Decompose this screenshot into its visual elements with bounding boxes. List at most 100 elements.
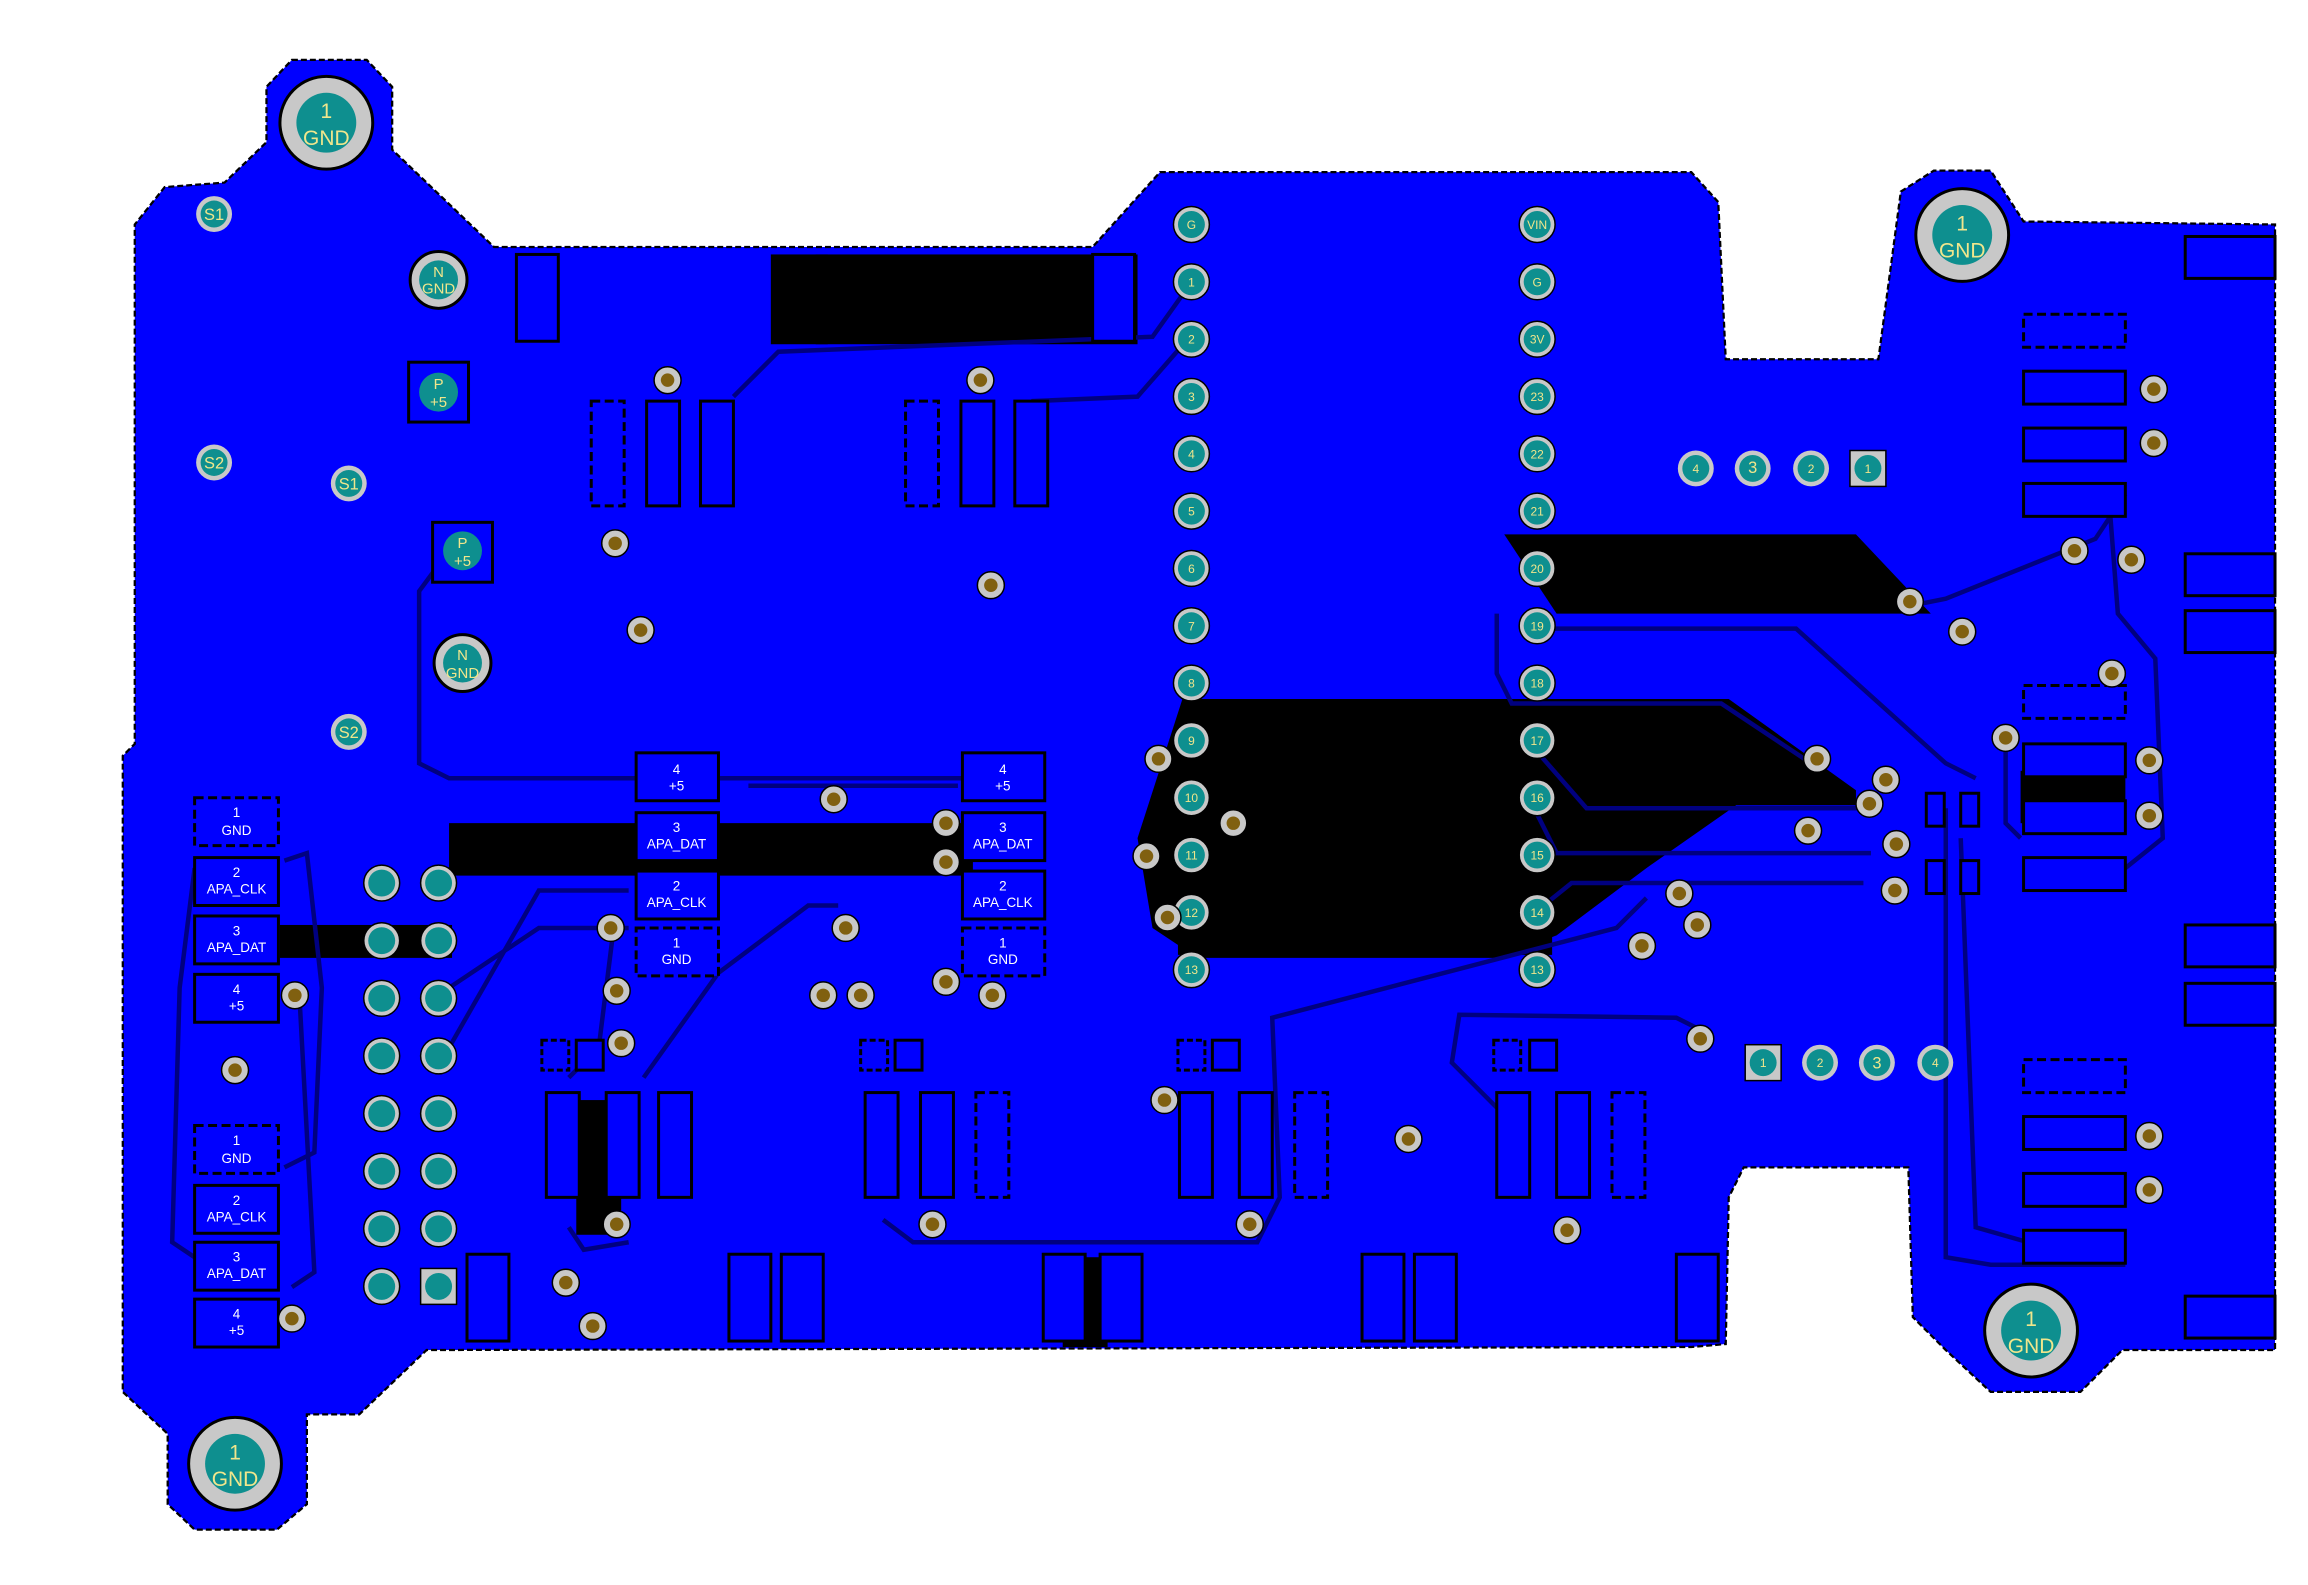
pin-number: 15: [1530, 849, 1544, 863]
via: [602, 976, 631, 1006]
pin-num: 3: [233, 923, 241, 938]
pin-label: APA_DAT: [973, 837, 1032, 852]
via: [277, 1304, 307, 1333]
via: [1132, 841, 1161, 871]
pin-number: 5: [1188, 505, 1195, 519]
header-pin: 5: [1172, 492, 1211, 530]
header-pin: 21: [1518, 492, 1556, 530]
pin-num: 1: [233, 805, 241, 820]
hole-label: GND: [2008, 1335, 2055, 1358]
pin-number: 22: [1530, 447, 1544, 461]
via: [1235, 1210, 1265, 1239]
via: [2135, 1121, 2164, 1151]
led-connector-left-2: 1 GND 2 APA_CLK 3 APA_DAT 4 +5: [193, 1124, 280, 1349]
header-pad: [419, 979, 458, 1018]
via: [1153, 903, 1182, 932]
via: [1683, 910, 1712, 940]
pin-num: 2: [233, 865, 241, 880]
pin-label: +5: [229, 998, 244, 1013]
via: [819, 785, 848, 814]
via: [931, 847, 961, 877]
pin-number: 20: [1530, 562, 1544, 576]
via: [1895, 587, 1925, 616]
pin-number: 13: [1185, 963, 1199, 977]
header-pin: VIN: [1518, 205, 1556, 244]
header-pin: 4: [1172, 435, 1211, 473]
header-pin: 13: [1172, 951, 1211, 989]
pin-label: 2: [1808, 462, 1815, 476]
pin-num: 2: [673, 879, 681, 894]
header-pin: 16: [1518, 779, 1556, 817]
mounting-hole: 1 GND: [278, 74, 375, 171]
pin-label: 4: [1692, 462, 1699, 476]
via: [918, 1210, 947, 1239]
header-pin: 23: [1518, 377, 1556, 416]
header-pin: 15: [1518, 836, 1556, 874]
led-connector-mid-1: 4 +5 3 APA_DAT 2 APA_CLK 1 GND: [634, 751, 720, 978]
via: [1144, 744, 1173, 774]
hole-num: 1: [2025, 1308, 2037, 1331]
header-pad: [419, 1267, 458, 1306]
pad-n: N: [433, 264, 444, 281]
header-pin: 10: [1172, 779, 1211, 817]
led-connector-left-1: 1 GND 2 APA_CLK 3 APA_DAT 4 +5: [193, 796, 280, 1024]
pin-number: 7: [1188, 619, 1195, 633]
pin-label: GND: [222, 823, 252, 838]
header-pad: [362, 864, 401, 902]
hole-num: 1: [320, 100, 332, 123]
pad-p: P: [458, 535, 468, 552]
via: [1219, 808, 1248, 838]
via: [1394, 1124, 1423, 1154]
pin-number: 17: [1530, 734, 1544, 748]
switch-label: S2: [339, 724, 359, 742]
pin-number: 18: [1530, 677, 1544, 691]
pin-number: 3V: [1530, 333, 1545, 347]
header-pad: [362, 1152, 401, 1190]
pin-number: 8: [1188, 677, 1195, 691]
via: [220, 1055, 250, 1085]
pad-gnd: GND: [446, 665, 479, 682]
pin-num: 1: [999, 935, 1007, 950]
black-regions: [279, 254, 2126, 1348]
header-pin: 7: [1172, 607, 1211, 645]
pin-label: APA_DAT: [207, 940, 266, 955]
via: [809, 981, 838, 1010]
pin-number: 4: [1188, 447, 1195, 461]
via: [966, 365, 995, 395]
power-pads: N GND N GND P +5 P +5: [407, 249, 494, 693]
via: [551, 1268, 581, 1297]
via: [1880, 876, 1910, 905]
via: [831, 913, 860, 943]
via: [978, 981, 1007, 1010]
pin-number: 13: [1530, 963, 1544, 977]
via: [2060, 536, 2089, 566]
pin-number: VIN: [1527, 218, 1547, 232]
header-pin: 17: [1518, 721, 1556, 760]
header-pin: 6: [1172, 549, 1211, 588]
via: [2135, 801, 2164, 830]
pin-num: 3: [233, 1250, 241, 1265]
pin-number: 21: [1530, 505, 1544, 519]
switch-label: S1: [204, 206, 224, 224]
via: [653, 365, 682, 395]
pin-number: 23: [1530, 390, 1544, 404]
pad-p: P: [434, 376, 444, 393]
pin-label: 3: [1748, 459, 1757, 477]
header-pin: 2: [1172, 320, 1211, 358]
switch-label: S2: [204, 454, 224, 472]
pin-number: 10: [1185, 791, 1199, 805]
pin-label: 1: [1760, 1056, 1767, 1070]
pin-label: APA_CLK: [207, 1209, 267, 1224]
via: [1882, 829, 1911, 859]
pin-num: 4: [673, 762, 681, 777]
header-pad: [419, 921, 458, 960]
pin-num: 2: [233, 1193, 241, 1208]
header-pin: 8: [1172, 664, 1211, 702]
pin-num: 4: [999, 762, 1007, 777]
pin-label: +5: [669, 778, 684, 793]
pin-number: 12: [1185, 906, 1199, 920]
pin-number: 9: [1188, 734, 1195, 748]
